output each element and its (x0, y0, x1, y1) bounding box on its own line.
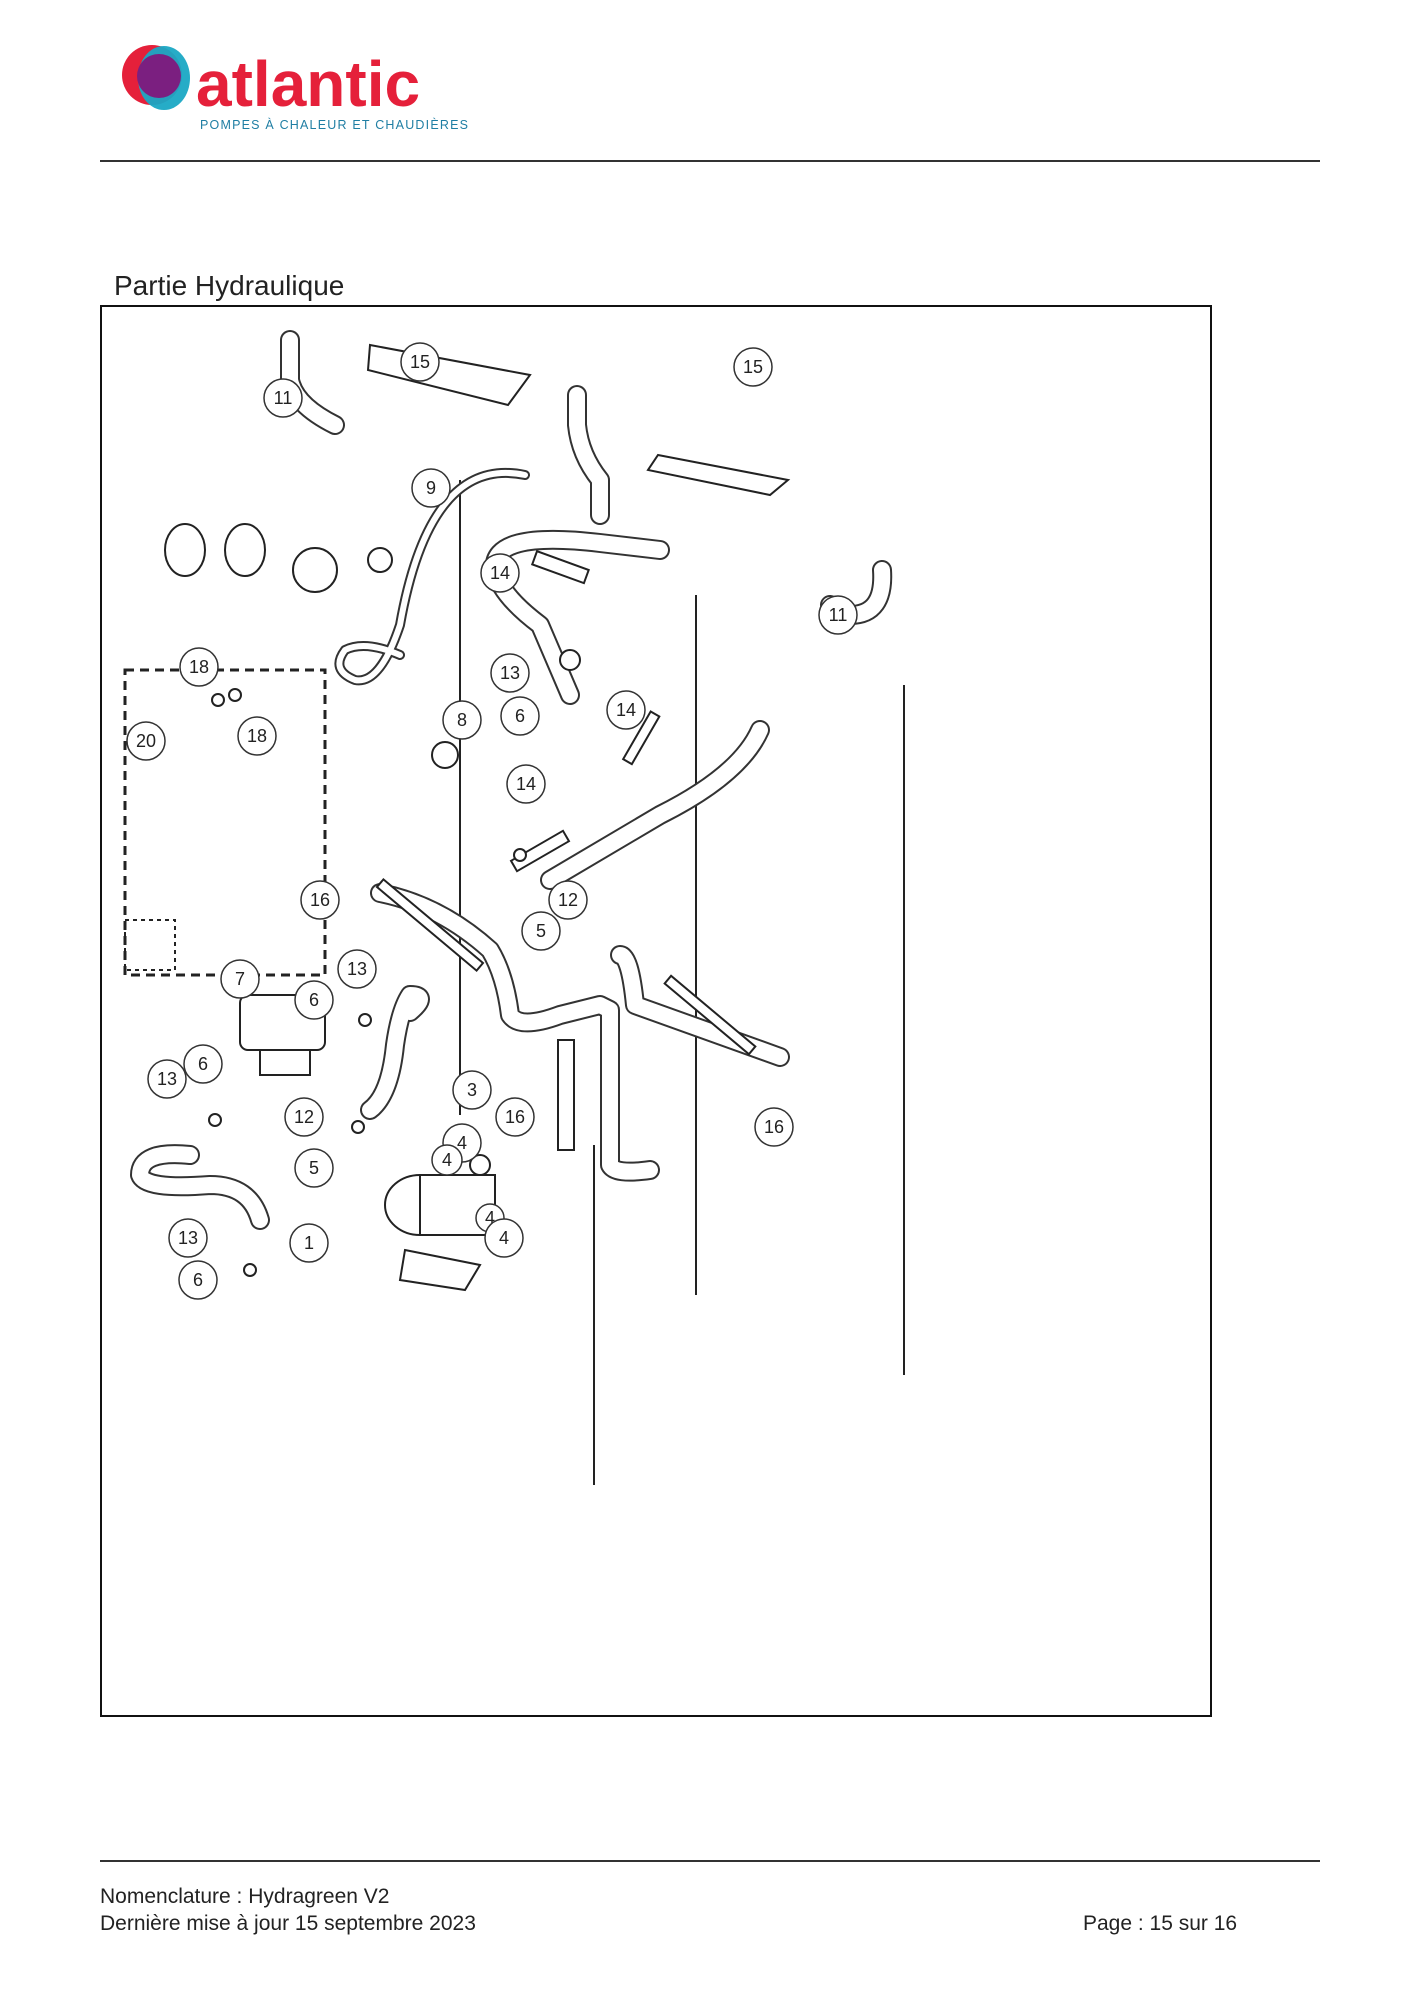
callout-13d: 13 (168, 1218, 208, 1258)
atlantic-logo: atlantic POMPES À CHALEUR ET CHAUDIÈRES (122, 45, 469, 132)
callout-13b: 13 (337, 949, 377, 989)
svg-text:12: 12 (558, 890, 578, 910)
header-divider (100, 160, 1320, 162)
svg-text:14: 14 (516, 774, 536, 794)
callout-11: 11 (263, 378, 303, 418)
svg-text:4: 4 (485, 1208, 495, 1228)
footer-page-number: Page : 15 sur 16 (1083, 1912, 1238, 1935)
svg-text:6: 6 (193, 1270, 203, 1290)
svg-text:5: 5 (536, 921, 546, 941)
callout-16b: 16 (495, 1097, 535, 1137)
svg-text:15: 15 (743, 357, 763, 377)
callout-20: 20 (126, 721, 166, 761)
callout-7: 7 (220, 959, 260, 999)
svg-text:16: 16 (764, 1117, 784, 1137)
callout-6c: 6 (183, 1044, 223, 1084)
svg-text:7: 7 (235, 969, 245, 989)
callout-6b: 6 (294, 980, 334, 1020)
svg-text:6: 6 (198, 1054, 208, 1074)
callout-9: 9 (411, 468, 451, 508)
svg-text:3: 3 (467, 1080, 477, 1100)
callout-18b: 18 (237, 716, 277, 756)
callout-5b: 5 (294, 1148, 334, 1188)
callout-16c: 16 (754, 1107, 794, 1147)
callout-13c: 13 (147, 1059, 187, 1099)
callout-5a: 5 (521, 911, 561, 951)
svg-text:4: 4 (457, 1133, 467, 1153)
callout-8: 8 (442, 700, 482, 740)
svg-text:13: 13 (500, 663, 520, 683)
callout-12b: 12 (284, 1097, 324, 1137)
callout-15: 15 (400, 342, 440, 382)
callout-11b: 11 (818, 595, 858, 635)
svg-text:1: 1 (304, 1233, 314, 1253)
footer-divider (100, 1860, 1320, 1862)
svg-text:5: 5 (309, 1158, 319, 1178)
svg-text:6: 6 (515, 706, 525, 726)
svg-text:9: 9 (426, 478, 436, 498)
svg-text:8: 8 (457, 710, 467, 730)
logo-mark (122, 45, 190, 110)
svg-text:14: 14 (616, 700, 636, 720)
callout-4d: 4 (484, 1218, 524, 1258)
svg-text:4: 4 (499, 1228, 509, 1248)
callout-15b: 15 (733, 347, 773, 387)
callout-14c: 14 (506, 764, 546, 804)
svg-text:18: 18 (247, 726, 267, 746)
callout-6d: 6 (178, 1260, 218, 1300)
svg-text:6: 6 (309, 990, 319, 1010)
footer-last-update: Dernière mise à jour 15 septembre 2023 (100, 1912, 476, 1935)
footer-nomenclature: Nomenclature : Hydragreen V2 (100, 1885, 390, 1908)
diagram-frame (100, 305, 1212, 1717)
svg-text:15: 15 (410, 352, 430, 372)
svg-text:13: 13 (347, 959, 367, 979)
hydraulic-exploded-diagram: 11 15 10 15 9 14 11 18 18 20 13 6 8 14 1… (123, 330, 905, 1485)
svg-text:12: 12 (294, 1107, 314, 1127)
svg-text:13: 13 (157, 1069, 177, 1089)
svg-text:16: 16 (505, 1107, 525, 1127)
brand-name: atlantic (196, 48, 420, 120)
svg-text:16: 16 (310, 890, 330, 910)
callout-16a: 16 (300, 880, 340, 920)
svg-text:11: 11 (829, 605, 848, 625)
svg-text:13: 13 (178, 1228, 198, 1248)
section-title: Partie Hydraulique (114, 270, 345, 301)
callout-12a: 12 (548, 880, 588, 920)
svg-text:11: 11 (274, 388, 293, 408)
callout-13a: 13 (490, 653, 530, 693)
callout-6a: 6 (500, 696, 540, 736)
callout-18a: 18 (179, 647, 219, 687)
svg-text:4: 4 (442, 1150, 452, 1170)
svg-text:18: 18 (189, 657, 209, 677)
callout-14a: 14 (480, 553, 520, 593)
svg-text:14: 14 (490, 563, 510, 583)
callout-14b: 14 (606, 690, 646, 730)
callout-3: 3 (452, 1070, 492, 1110)
callout-1: 1 (289, 1223, 329, 1263)
svg-text:20: 20 (136, 731, 156, 751)
callout-4b: 4 (431, 1144, 463, 1176)
brand-tagline: POMPES À CHALEUR ET CHAUDIÈRES (200, 117, 469, 132)
